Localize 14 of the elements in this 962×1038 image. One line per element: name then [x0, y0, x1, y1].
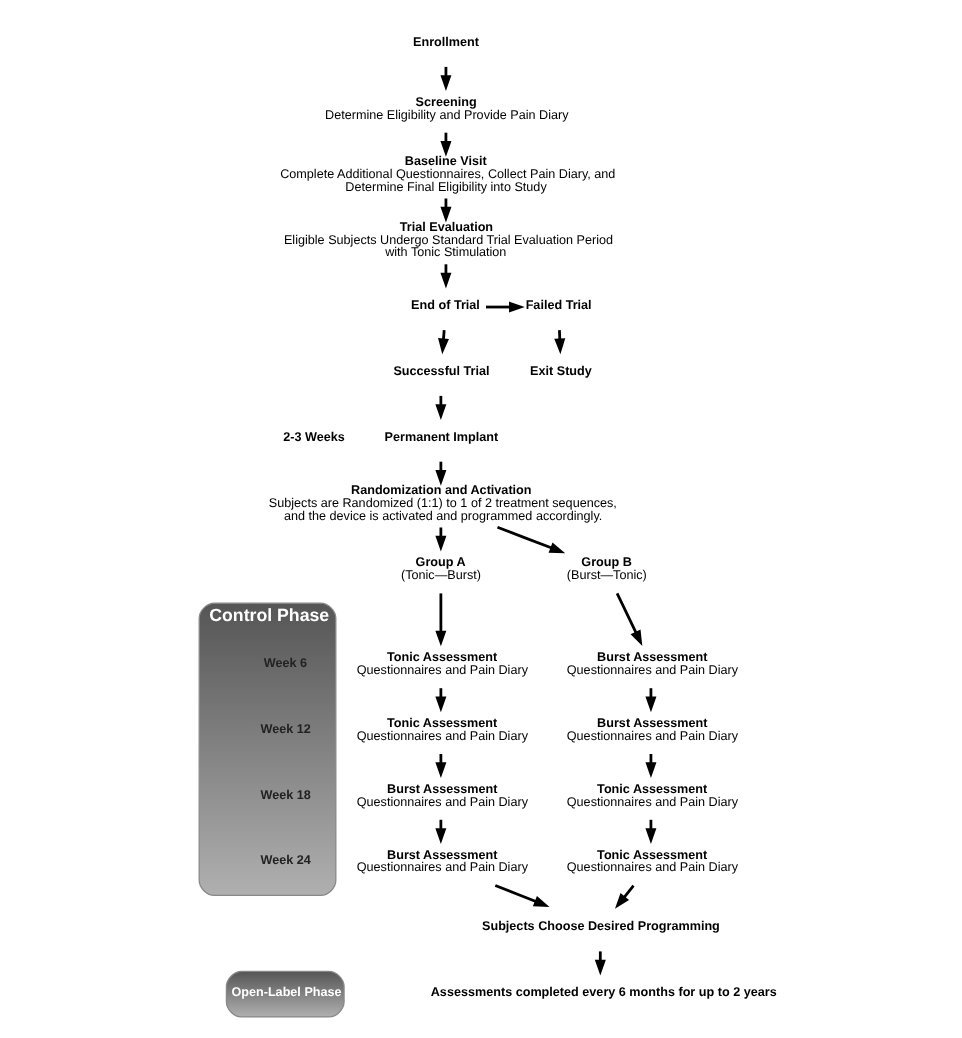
arrow: [484, 301, 524, 313]
arrow: [434, 395, 446, 420]
arrow: [493, 884, 549, 907]
arrow: [495, 526, 565, 554]
arrow: [434, 527, 446, 552]
arrow: [434, 461, 446, 486]
arrow: [614, 592, 642, 646]
arrow: [613, 884, 634, 909]
arrow: [434, 593, 446, 647]
arrow: [434, 819, 446, 844]
arrow: [553, 330, 565, 355]
arrow: [434, 688, 446, 713]
arrow: [593, 951, 605, 976]
arrow: [434, 754, 446, 779]
